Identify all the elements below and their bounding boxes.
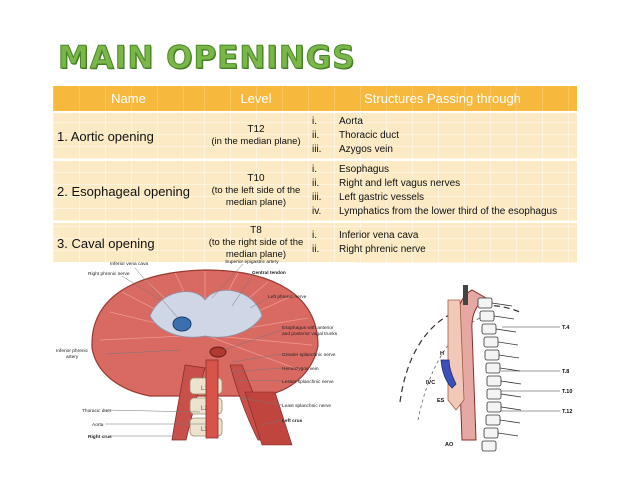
level-code: T8: [250, 225, 262, 236]
item-num: iii.: [312, 192, 322, 203]
label-h: H: [440, 351, 444, 357]
structures-cell: i. Esophagus ii. Right and left vagus nerv…: [308, 159, 577, 222]
opening-name: 2. Esophageal opening: [53, 159, 204, 222]
label-ivc: IVC: [426, 380, 435, 386]
item-text: Azygos vein: [339, 144, 393, 155]
structures-cell: i. Inferior vena cava ii. Right phrenic ne…: [308, 221, 577, 263]
item-text: Right and left vagus nerves: [339, 178, 461, 189]
item-text: Esophagus: [339, 164, 390, 175]
label-t8: T.8: [562, 369, 569, 375]
label-esophagus-2: and posterior vagal trunks: [282, 331, 338, 337]
list-item: iv. Lymphatics from the lower third of th…: [312, 205, 573, 219]
table-row: 2. Esophageal opening T10 (to the left s…: [53, 159, 577, 222]
level-code: T10: [247, 173, 265, 184]
level-note: (to the left side of the median plane): [211, 185, 301, 208]
label-l2: L2: [201, 406, 208, 412]
list-item: iii. Left gastric vessels: [312, 191, 573, 205]
header-structures: Structures Passing through: [308, 86, 577, 112]
esophageal-opening: [209, 346, 227, 358]
vertebral-column: [477, 297, 502, 452]
label-inferior-vena-cava: Inferior vena cava: [110, 261, 148, 267]
item-num: ii.: [312, 130, 320, 141]
item-text: Inferior vena cava: [339, 230, 419, 241]
list-item: ii. Right phrenic nerve: [312, 243, 573, 257]
page-title: MAIN OPENINGS: [58, 40, 356, 77]
item-text: Thoracic duct: [339, 130, 400, 141]
opening-level: T10 (to the left side of the median plan…: [204, 159, 308, 222]
opening-name: 3. Caval opening: [53, 221, 204, 263]
label-thoracic-duct: Thoracic duct: [82, 408, 111, 414]
level-code: T12: [247, 124, 265, 135]
caval-opening: [172, 316, 192, 332]
list-item: i. Aorta: [312, 115, 573, 129]
label-ao: AO: [445, 442, 454, 448]
label-l1: L1: [201, 386, 208, 392]
label-right-phrenic-nerve: Right phrenic nerve: [88, 271, 130, 277]
table-header-row: Name Level Structures Passing through: [53, 86, 577, 112]
label-left-phrenic-nerve: Left phrenic nerve: [268, 294, 307, 300]
opening-level: T12 (in the median plane): [204, 111, 308, 160]
sagittal-schematic: T.4 T.8 T.10 T.12 H IVC ES AO: [399, 285, 572, 452]
item-num: i.: [312, 230, 317, 241]
list-item: ii. Thoracic duct: [312, 129, 573, 143]
header-level: Level: [204, 86, 308, 112]
label-lesser-splanchnic-nerve: Lesser splanchnic nerve: [282, 379, 334, 385]
label-inferior-phrenic-2: artery: [66, 354, 79, 360]
list-item: iii. Azygos vein: [312, 143, 573, 157]
ivc-schematic: [440, 359, 457, 389]
header-name: Name: [53, 86, 204, 112]
label-greater-splanchnic-nerve: Greater splanchnic nerve: [282, 352, 336, 358]
item-text: Lymphatics from the lower third of the e…: [339, 206, 558, 217]
label-right-crus: Right crus: [88, 434, 112, 440]
table-row: 3. Caval opening T8 (to the right side o…: [53, 221, 577, 263]
item-num: iv.: [312, 206, 322, 217]
label-l3: L3: [201, 427, 208, 433]
item-num: i.: [312, 116, 317, 127]
table-row: 1. Aortic opening T12 (in the median pla…: [53, 111, 577, 160]
item-text: Aorta: [339, 116, 363, 127]
diaphragm-illustration: L1 L2 L3 Inferior vena cava Right: [55, 259, 355, 447]
list-item: i. Esophagus: [312, 163, 573, 177]
opening-name: 1. Aortic opening: [53, 111, 204, 160]
label-aorta: Aorta: [92, 422, 104, 428]
label-central-tendon: Central tendon: [252, 270, 286, 276]
list-item: i. Inferior vena cava: [312, 229, 573, 243]
level-note: (to the right side of the median plane): [208, 237, 304, 260]
label-hemiazygos-vein: Hemiazygos vein: [282, 366, 319, 372]
list-item: ii. Right and left vagus nerves: [312, 177, 573, 191]
item-num: ii.: [312, 244, 320, 255]
label-t12: T.12: [562, 409, 572, 415]
label-least-splanchnic-nerve: Least splanchnic nerve: [282, 403, 331, 409]
label-left-crus: Left crus: [282, 418, 303, 424]
label-es: ES: [437, 398, 445, 404]
label-inferior-phrenic: Inferior phrenic: [56, 348, 89, 354]
opening-level: T8 (to the right side of the median plan…: [204, 221, 308, 263]
psoas-muscle: [244, 391, 293, 446]
label-t4: T.4: [562, 325, 570, 331]
structures-cell: i. Aorta ii. Thoracic duct iii. Azygos vein: [308, 111, 577, 160]
label-esophagus: Esophagus with anterior: [282, 325, 334, 331]
openings-table: Name Level Structures Passing through 1.…: [53, 86, 577, 263]
item-num: iii.: [312, 144, 322, 155]
label-superior-epigastric-artery: Superior epigastric artery: [225, 259, 279, 265]
label-t10: T.10: [562, 389, 572, 395]
item-text: Left gastric vessels: [339, 192, 425, 203]
item-text: Right phrenic nerve: [339, 244, 426, 255]
item-num: i.: [312, 164, 317, 175]
aorta-vessel: [205, 359, 219, 439]
level-note: (in the median plane): [211, 136, 301, 147]
item-num: ii.: [312, 178, 320, 189]
anatomy-figures: L1 L2 L3 Inferior vena cava Right: [55, 259, 572, 452]
